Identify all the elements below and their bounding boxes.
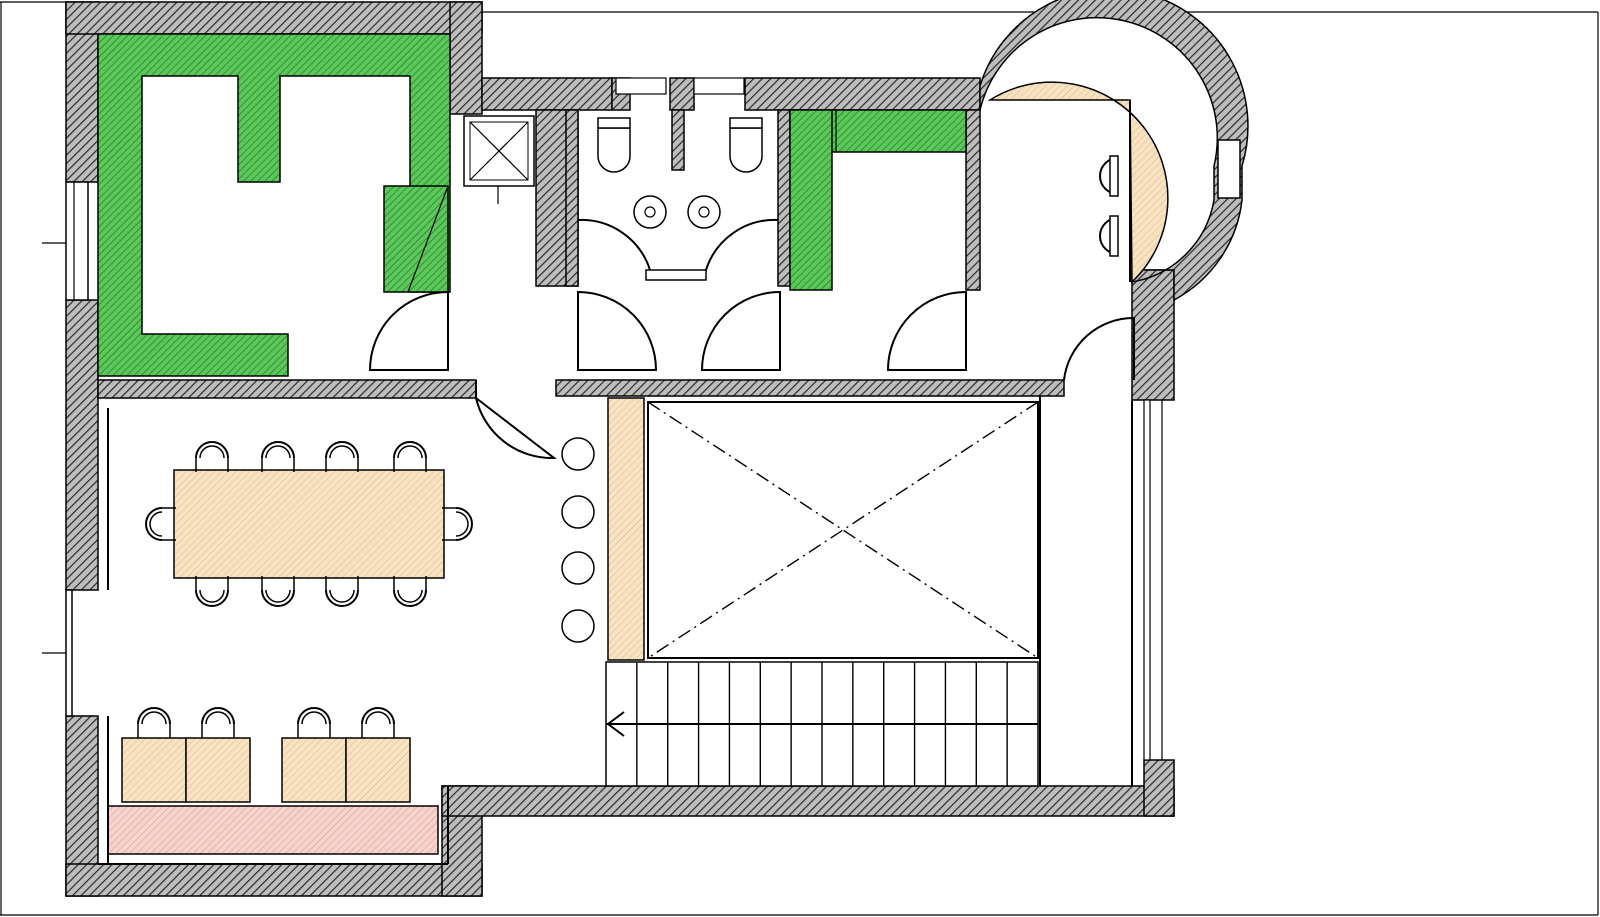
wall-south-main [441, 785, 1175, 817]
bar-counter-strip [607, 397, 645, 661]
shower-tray [463, 115, 535, 204]
wall-service-right [965, 109, 981, 291]
banquette [107, 805, 439, 855]
void [647, 401, 1039, 659]
sink-1 [633, 195, 667, 229]
tower-window [1217, 139, 1241, 199]
toilet-1 [597, 127, 631, 173]
bar-stools [561, 437, 595, 643]
service-counters [789, 109, 967, 291]
wall-north-kitchen [65, 1, 483, 35]
dining-table [173, 469, 445, 579]
wall-wc-mid [671, 109, 685, 171]
wall-north-wc2 [669, 77, 695, 111]
sink-2 [687, 195, 721, 229]
wall-north-center [481, 77, 613, 111]
toilet-2 [729, 127, 763, 173]
wall-kitchen-east [449, 1, 483, 115]
lounge-set [98, 707, 449, 865]
doors [368, 290, 1135, 460]
bay-stool [1109, 155, 1119, 197]
west-windows [42, 181, 89, 717]
wall-east-lower [1143, 759, 1175, 817]
wall-south-west [65, 863, 483, 897]
walls [65, 0, 1249, 897]
bay-stool [1109, 215, 1119, 257]
wall-east-upper [1131, 269, 1175, 401]
bar-counter [987, 81, 1169, 284]
wall-corridor-south [555, 379, 1065, 397]
wall-north-east [744, 77, 981, 111]
east-glazing [1143, 399, 1163, 761]
wall-kitchen-south [97, 379, 477, 399]
kitchen-appliance [383, 185, 449, 293]
staircase [605, 661, 1039, 787]
wc-fixtures [577, 77, 779, 281]
bar-room [987, 81, 1169, 284]
kitchen-counters [97, 33, 451, 377]
dining-set [145, 441, 473, 607]
wall-wc-right [777, 109, 791, 287]
partitions [107, 396, 1133, 864]
wall-west-mid [65, 299, 99, 591]
wall-wc-left [565, 109, 579, 287]
tower-wall [979, 0, 1249, 302]
